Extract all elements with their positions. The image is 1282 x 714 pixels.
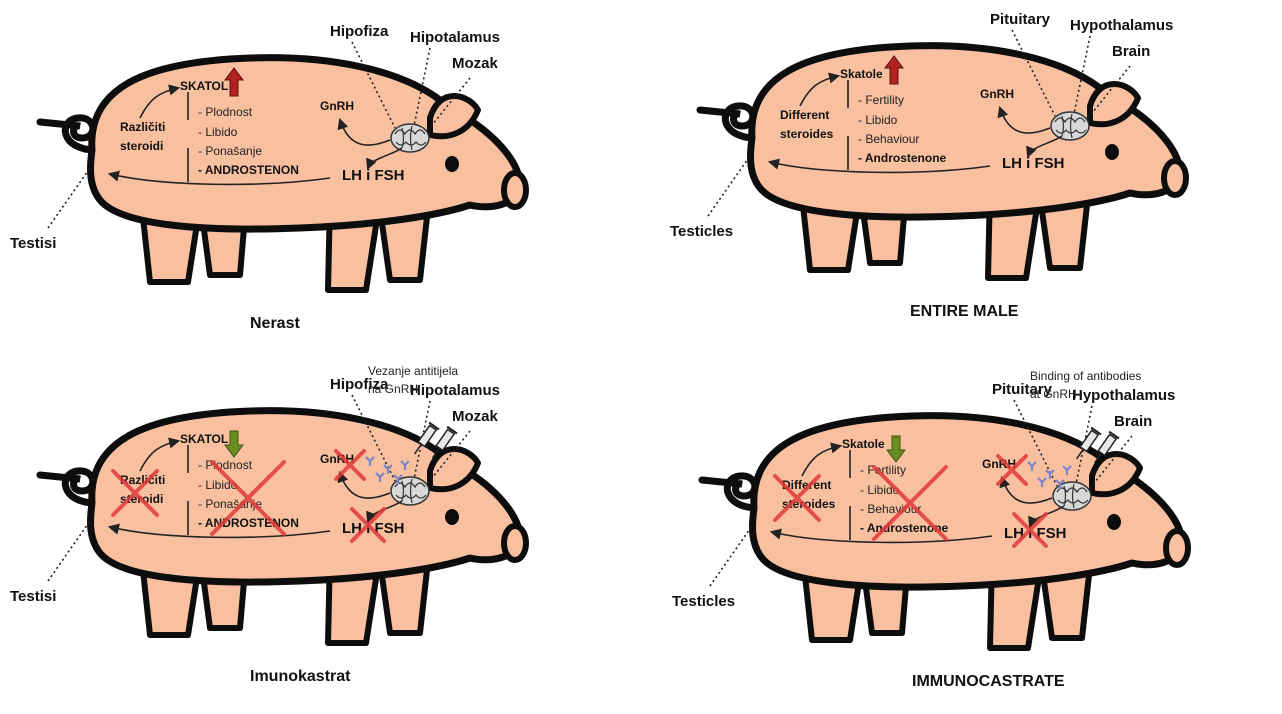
panel-caption: Nerast <box>250 315 300 332</box>
testicles-label: Testicles <box>670 223 733 240</box>
brain-label: Brain <box>1114 413 1152 430</box>
effect-item: - ANDROSTENON <box>198 516 299 530</box>
effect-item: - ANDROSTENON <box>198 163 299 177</box>
pig-eye <box>1105 144 1119 160</box>
steroids-label-line2: steroides <box>780 127 834 141</box>
pituitary-label: Pituitary <box>990 11 1051 28</box>
hypothalamus-label: Hipotalamus <box>410 29 500 46</box>
testicles-label: Testisi <box>10 588 56 605</box>
lhfsh-label: LH i FSH <box>1002 155 1065 172</box>
effect-item: - Libido <box>198 125 238 139</box>
gnrh-label: GnRH <box>320 99 354 113</box>
pig-eye <box>445 156 459 172</box>
effect-item: - Fertility <box>858 93 904 107</box>
skatol-label: Skatole <box>842 437 885 451</box>
testicles-leader <box>48 168 90 228</box>
steroids-label-line1: Različiti <box>120 120 165 134</box>
steroids-label-line2: steroidi <box>120 139 163 153</box>
binding-label-line2: na GnRH <box>368 382 418 396</box>
skatol-label: SKATOL <box>180 432 228 446</box>
effect-item: - Plodnost <box>198 458 253 472</box>
binding-label-line1: Binding of antibodies <box>1030 369 1141 383</box>
pig-panel-nerast: SKATOL Različiti steroidi - Plodnost - Libid… <box>10 23 526 332</box>
hypothalamus-label: Hipotalamus <box>410 382 500 399</box>
pig-tail <box>702 476 758 508</box>
testicles-label: Testicles <box>672 593 735 610</box>
lhfsh-label: LH i FSH <box>342 167 405 184</box>
testicles-leader <box>710 526 752 586</box>
effect-item: - Androstenone <box>858 151 947 165</box>
panel-caption: IMMUNOCASTRATE <box>912 673 1065 690</box>
brain-icon <box>1053 482 1091 510</box>
brain-label: Mozak <box>452 55 499 72</box>
brain-label: Brain <box>1112 43 1150 60</box>
hypothalamus-label: Hypothalamus <box>1072 387 1175 404</box>
effect-item: - Behaviour <box>858 132 919 146</box>
skatol-label: Skatole <box>840 67 883 81</box>
effect-item: - Plodnost <box>198 105 253 119</box>
pig-snout <box>504 173 526 207</box>
pig-snout <box>1166 531 1188 565</box>
gnrh-label: GnRH <box>980 87 1014 101</box>
effect-item: - Libido <box>858 113 898 127</box>
pig-tail <box>700 106 756 138</box>
effect-item: - Ponašanje <box>198 144 262 158</box>
panel-caption: ENTIRE MALE <box>910 303 1019 320</box>
brain-icon <box>1051 112 1089 140</box>
panel-caption: Imunokastrat <box>250 668 351 685</box>
brain-label: Mozak <box>452 408 499 425</box>
pig-tail <box>40 118 96 150</box>
pig-snout <box>1164 161 1186 195</box>
pituitary-label: Hipofiza <box>330 23 389 40</box>
brain-icon <box>391 477 429 505</box>
pig-eye <box>445 509 459 525</box>
pig-eye <box>1107 514 1121 530</box>
brain-icon <box>391 124 429 152</box>
steroids-label-line1: Different <box>780 108 829 122</box>
pig-tail <box>40 471 96 503</box>
hypothalamus-label: Hypothalamus <box>1070 17 1173 34</box>
binding-label-line2: at GnRH <box>1030 387 1077 401</box>
testicles-leader <box>708 156 750 216</box>
testicles-leader <box>48 521 90 581</box>
skatol-label: SKATOL <box>180 79 228 93</box>
binding-label-line1: Vezanje antitijela <box>368 364 458 378</box>
pig-snout <box>504 526 526 560</box>
testicles-label: Testisi <box>10 235 56 252</box>
